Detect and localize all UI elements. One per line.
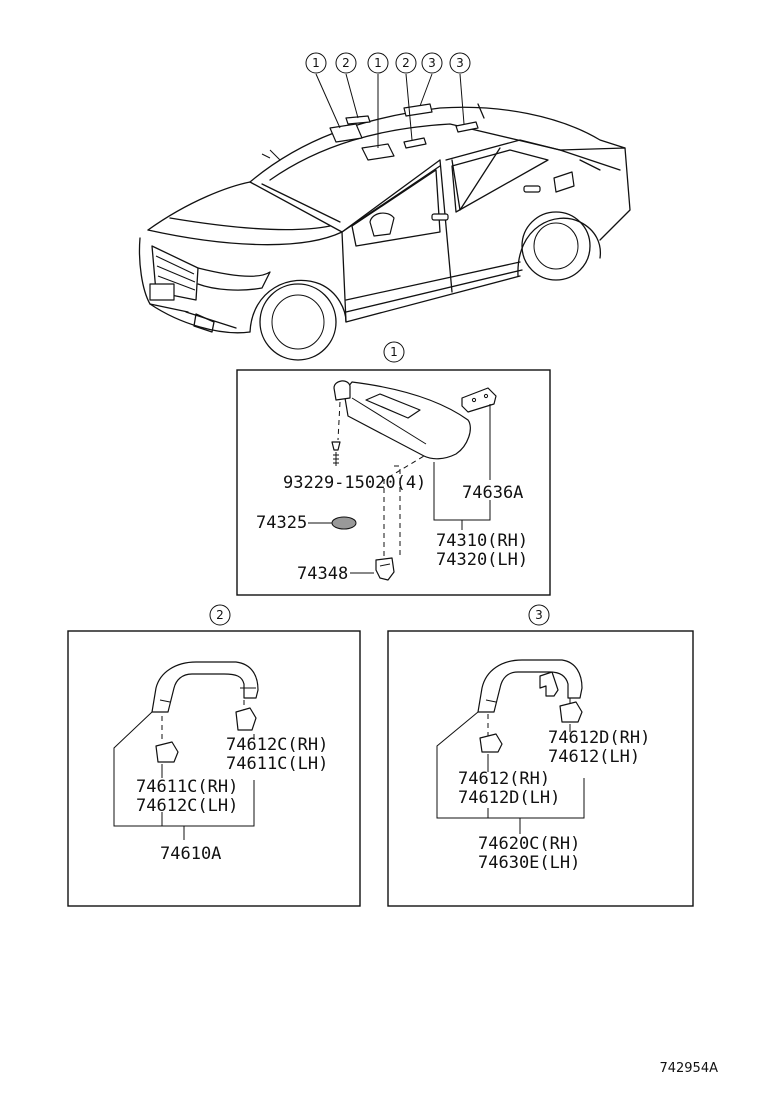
svg-text:3: 3 xyxy=(456,56,464,70)
top-callouts: 1 2 1 2 3 3 xyxy=(305,52,471,74)
svg-text:1: 1 xyxy=(312,56,320,70)
figure-number: 742954A xyxy=(659,1061,718,1076)
section-3-frame xyxy=(387,630,694,907)
label-screw: 93229-15020(4) xyxy=(283,473,426,493)
screw-part xyxy=(331,441,341,451)
visor-holder-part xyxy=(461,387,497,413)
vanity-mirror xyxy=(365,393,421,419)
grip-cover-upper-3 xyxy=(559,701,583,723)
section-3-assist-grip: 3 74612D(RH) 74612(LH) 74612(RH) 74612D(… xyxy=(387,604,694,907)
label-assembly-3-rh: 74620C(RH) xyxy=(478,834,580,854)
door-handle-rear xyxy=(523,185,541,193)
callout-top-6: 3 xyxy=(449,52,471,74)
callout-top-5: 3 xyxy=(421,52,443,74)
svg-text:3: 3 xyxy=(535,608,543,622)
label-cover-lower-rh: 74611C(RH) xyxy=(136,777,238,797)
section-1-sun-visor: 1 93229-15020(4) 74636A 74325 74348 xyxy=(236,341,551,596)
label-assembly-2: 74610A xyxy=(160,844,221,864)
car-visor-right xyxy=(361,143,395,161)
grip-cover-lower xyxy=(155,741,179,763)
door-handle-front xyxy=(431,213,449,221)
car-grip-left xyxy=(345,115,371,125)
section-3-callout: 3 xyxy=(528,604,550,626)
car-grip-rear-left xyxy=(403,103,433,117)
visor-pivot xyxy=(333,380,351,401)
label-cover-upper-lh-3: 74612(LH) xyxy=(548,747,640,767)
label-assembly-3-lh: 74630E(LH) xyxy=(478,853,580,873)
callout-top-2: 2 xyxy=(335,52,357,74)
section-2-callout: 2 xyxy=(209,604,231,626)
coat-hook xyxy=(539,671,559,697)
callout-top-4: 2 xyxy=(395,52,417,74)
label-cover-lower-lh: 74612C(LH) xyxy=(136,796,238,816)
grip-cover-upper xyxy=(235,707,257,731)
label-hook: 74348 xyxy=(297,564,348,584)
fuel-door xyxy=(553,171,575,193)
side-mirror xyxy=(369,212,395,237)
label-clip: 74325 xyxy=(256,513,307,533)
rear-wheel xyxy=(521,211,591,281)
section-1-frame xyxy=(236,369,551,596)
label-cover-lower-rh-3: 74612(RH) xyxy=(458,769,550,789)
car-grip-right xyxy=(403,137,427,149)
license-plate xyxy=(149,283,175,301)
front-wheel xyxy=(259,283,337,361)
grip-handle-3 xyxy=(477,659,583,713)
svg-text:2: 2 xyxy=(342,56,350,70)
svg-text:2: 2 xyxy=(216,608,224,622)
car-illustration xyxy=(138,73,631,361)
label-visor-lh: 74320(LH) xyxy=(436,550,528,570)
label-visor-rh: 74310(RH) xyxy=(436,531,528,551)
section-2-frame xyxy=(67,630,361,907)
car-visor-left xyxy=(329,123,363,143)
section-1-callout: 1 xyxy=(383,341,405,363)
label-cover-upper-rh-3: 74612D(RH) xyxy=(548,728,650,748)
car-grip-rear-right xyxy=(455,121,479,133)
label-cover-upper-lh: 74611C(LH) xyxy=(226,754,328,774)
callout-top-1: 1 xyxy=(305,52,327,74)
svg-text:1: 1 xyxy=(390,345,398,359)
sun-visor xyxy=(343,381,471,460)
svg-text:1: 1 xyxy=(374,56,382,70)
visor-hook-part xyxy=(375,557,395,581)
svg-text:3: 3 xyxy=(428,56,436,70)
callout-top-3: 1 xyxy=(367,52,389,74)
svg-text:2: 2 xyxy=(402,56,410,70)
grip-cover-lower-3 xyxy=(479,733,503,753)
label-cover-lower-lh-3: 74612D(LH) xyxy=(458,788,560,808)
label-holder: 74636A xyxy=(462,483,523,503)
grip-handle xyxy=(151,661,259,713)
section-2-assist-grip: 2 74612C(RH) 74611C(LH) 74611C(RH) 74612… xyxy=(67,604,361,907)
label-cover-upper-rh: 74612C(RH) xyxy=(226,735,328,755)
clip-part xyxy=(331,516,357,530)
